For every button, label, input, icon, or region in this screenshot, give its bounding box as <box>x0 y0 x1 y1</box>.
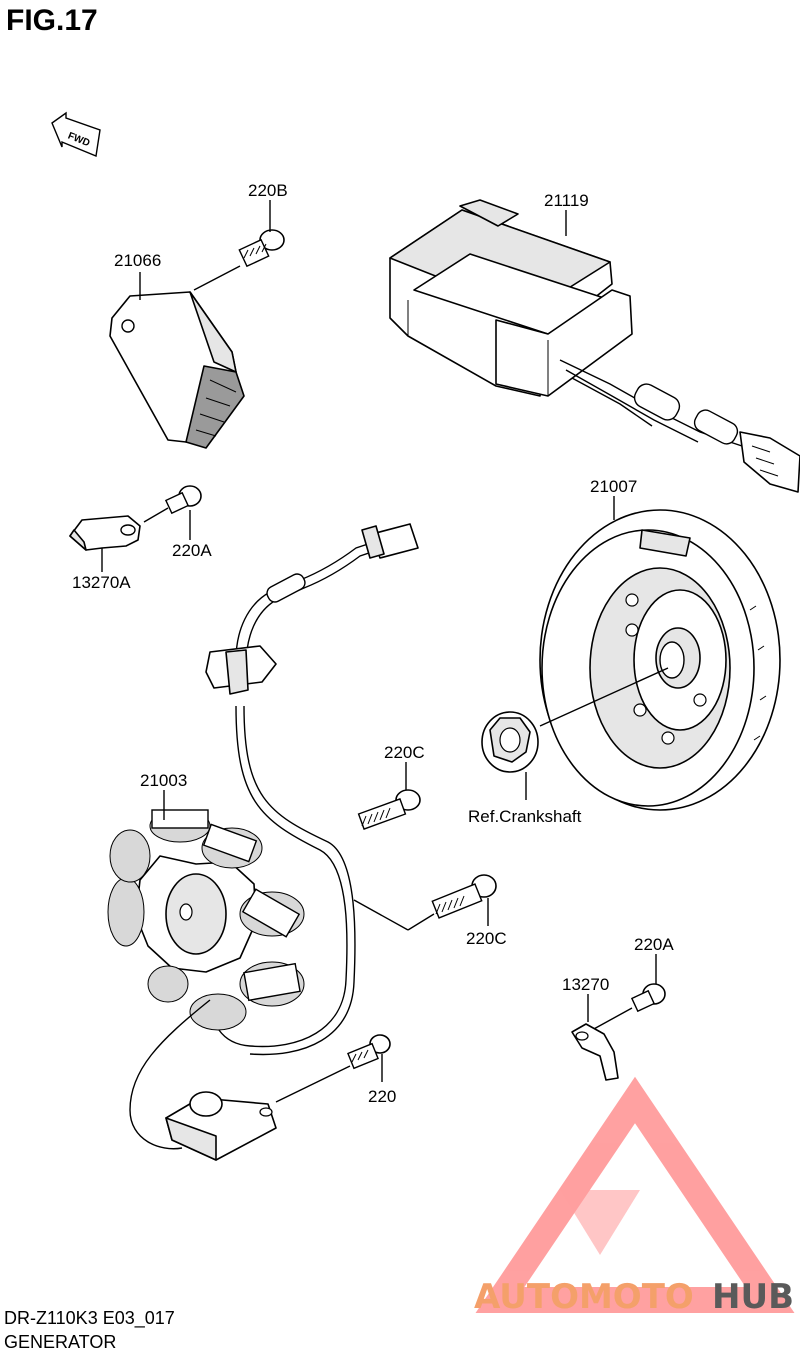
watermark-brand-part2: HUB <box>712 1277 794 1317</box>
leader-nut-to-rotor <box>539 667 669 727</box>
watermark-text: AUTOMOTO HUB <box>474 1277 794 1317</box>
figure-title: FIG.17 <box>6 4 98 37</box>
part-220-bolt <box>347 1034 391 1070</box>
label-220C-bottom: 220C <box>466 929 507 948</box>
label-13270A: 13270A <box>72 573 131 592</box>
leader-13270A-bolt <box>143 507 169 523</box>
part-21119 <box>389 199 800 493</box>
part-13270A-bracket <box>69 515 141 551</box>
leader-21066-bolt <box>193 265 241 291</box>
label-ref-crankshaft: Ref.Crankshaft <box>468 807 582 826</box>
leader-220-bolt <box>275 1065 351 1103</box>
fwd-arrow-icon: FWD <box>51 111 101 157</box>
label-220A-top: 220A <box>172 541 212 560</box>
part-220B-bolt <box>238 229 285 268</box>
label-21007: 21007 <box>590 477 637 496</box>
watermark-brand-part1: AUTOMOTO <box>474 1277 694 1317</box>
label-13270: 13270 <box>562 975 609 994</box>
leader-13270-bolt <box>591 1007 633 1031</box>
part-220C-bottom-bolt <box>431 874 497 919</box>
part-21003-stator <box>107 523 419 1056</box>
leader-220C-bottom-bolt <box>407 913 435 931</box>
label-220: 220 <box>368 1087 396 1106</box>
label-220A-bottom: 220A <box>634 935 674 954</box>
part-220A-bottom-bolt <box>630 983 666 1013</box>
section-name: GENERATOR <box>4 1332 116 1352</box>
label-21003: 21003 <box>140 771 187 790</box>
part-220C-top-bolt <box>357 789 421 830</box>
label-220B: 220B <box>248 181 288 200</box>
part-21066 <box>109 291 245 449</box>
label-21119: 21119 <box>544 191 589 210</box>
label-220C-top: 220C <box>384 743 425 762</box>
model-code: DR-Z110K3 E03_017 <box>4 1308 175 1329</box>
stator-coils <box>107 809 305 1031</box>
part-pickup-coil <box>129 999 277 1161</box>
leader-220C-stator <box>353 899 409 931</box>
part-13270-bracket <box>571 1023 619 1081</box>
part-crankshaft-nut <box>481 711 539 773</box>
part-21007-rotor <box>539 509 781 811</box>
watermark-logo <box>475 1076 795 1313</box>
label-21066: 21066 <box>114 251 161 270</box>
part-220A-top-bolt <box>164 485 202 515</box>
